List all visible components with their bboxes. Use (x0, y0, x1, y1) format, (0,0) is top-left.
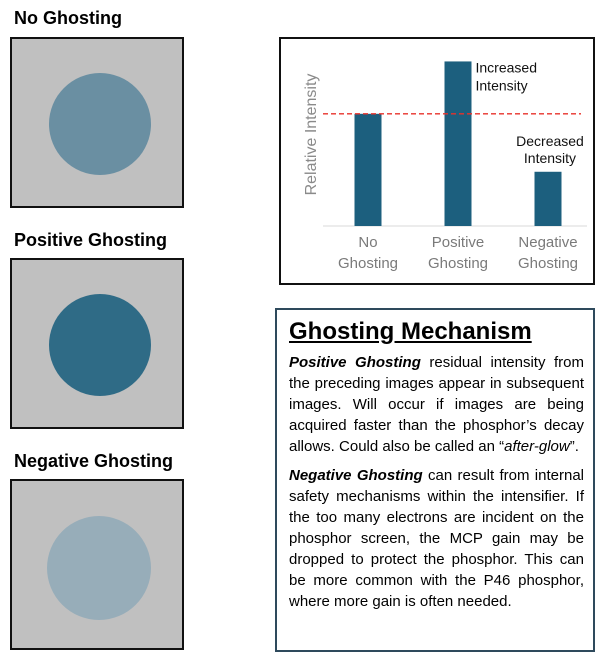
after-glow-term: after-glow (504, 438, 570, 455)
positive-ghosting-paragraph: Positive Ghosting residual intensity fro… (289, 352, 584, 457)
positive-ghosting-circle (49, 294, 151, 396)
negative-ghosting-panel (10, 479, 184, 650)
category-label-2-1: Ghosting (518, 255, 578, 272)
bar-1 (444, 61, 472, 226)
mechanism-title: Ghosting Mechanism (289, 318, 532, 345)
y-axis-label: Relative Intensity (303, 74, 320, 196)
category-label-1-1: Ghosting (428, 255, 488, 272)
category-label-1-0: Positive (432, 234, 485, 251)
positive-text-b: ”. (569, 438, 579, 455)
annotation-increased-1: Intensity (476, 77, 528, 93)
ghosting-mechanism-box: Ghosting Mechanism Positive Ghosting res… (275, 308, 595, 652)
negative-ghosting-circle (47, 516, 151, 620)
negative-ghosting-title: Negative Ghosting (14, 451, 174, 471)
positive-text-a: residual intensity from the preceding im… (289, 354, 584, 455)
positive-ghosting-term: Positive Ghosting (289, 354, 421, 371)
negative-ghosting-term: Negative Ghosting (289, 467, 423, 484)
no-ghosting-title: No Ghosting (14, 8, 122, 28)
category-label-0-1: Ghosting (338, 255, 398, 272)
bar-2 (534, 171, 562, 226)
no-ghosting-panel (10, 37, 184, 208)
annotation-decreased-1: Intensity (524, 150, 576, 166)
annotation-decreased-0: Decreased (516, 133, 584, 149)
negative-ghosting-paragraph: Negative Ghosting can result from intern… (289, 465, 584, 612)
annotation-increased-0: Increased (476, 59, 537, 75)
positive-ghosting-title: Positive Ghosting (14, 230, 168, 250)
category-label-0-0: No (358, 234, 377, 251)
positive-ghosting-panel (10, 258, 184, 429)
category-label-2-0: Negative (518, 234, 577, 251)
bar-0 (354, 113, 382, 226)
no-ghosting-circle (49, 73, 151, 175)
negative-text: can result from internal safety mechanis… (289, 467, 584, 610)
